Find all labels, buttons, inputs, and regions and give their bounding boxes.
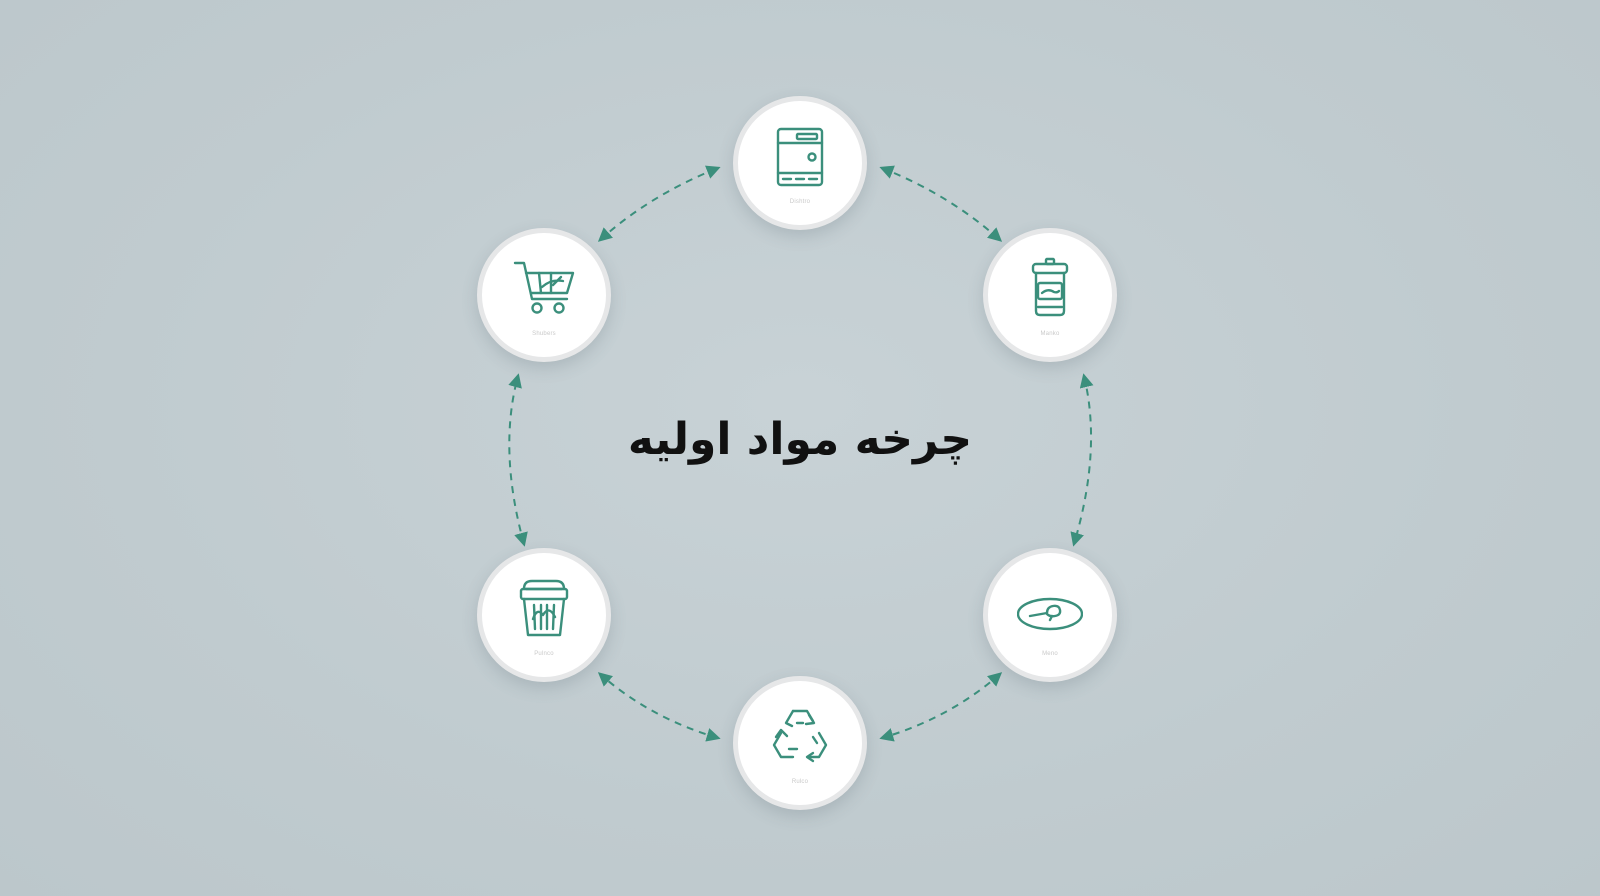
node-label: Pulnco (534, 651, 554, 657)
node-top[interactable]: Dishtro (733, 96, 867, 230)
node-label: Shubers (532, 331, 556, 337)
connector-arrow (597, 165, 721, 242)
connector-arrow (879, 672, 1003, 742)
diagram-title: چرخه مواد اولیه (627, 414, 973, 465)
jar-icon (1031, 257, 1069, 317)
shopping-cart-icon (513, 261, 575, 314)
connector-arrow (508, 373, 528, 547)
node-left-top[interactable]: Shubers (477, 228, 611, 362)
node-left-bottom[interactable]: Pulnco (477, 548, 611, 682)
node-right-bottom[interactable]: Meno (983, 548, 1117, 682)
dishwasher-icon (776, 127, 824, 187)
basket-icon (519, 579, 569, 637)
node-label: Meno (1042, 651, 1058, 657)
node-label: Manko (1040, 331, 1060, 337)
node-label: Dishtro (789, 199, 811, 205)
connector-arrow (597, 672, 721, 742)
connector-arrow (1070, 373, 1094, 547)
node-label: Rulco (791, 779, 809, 785)
node-right-top[interactable]: Manko (983, 228, 1117, 362)
recycle-icon (772, 709, 828, 763)
node-bottom[interactable]: Rulco (733, 676, 867, 810)
plate-icon (1017, 597, 1083, 631)
connector-arrow (879, 165, 1003, 242)
